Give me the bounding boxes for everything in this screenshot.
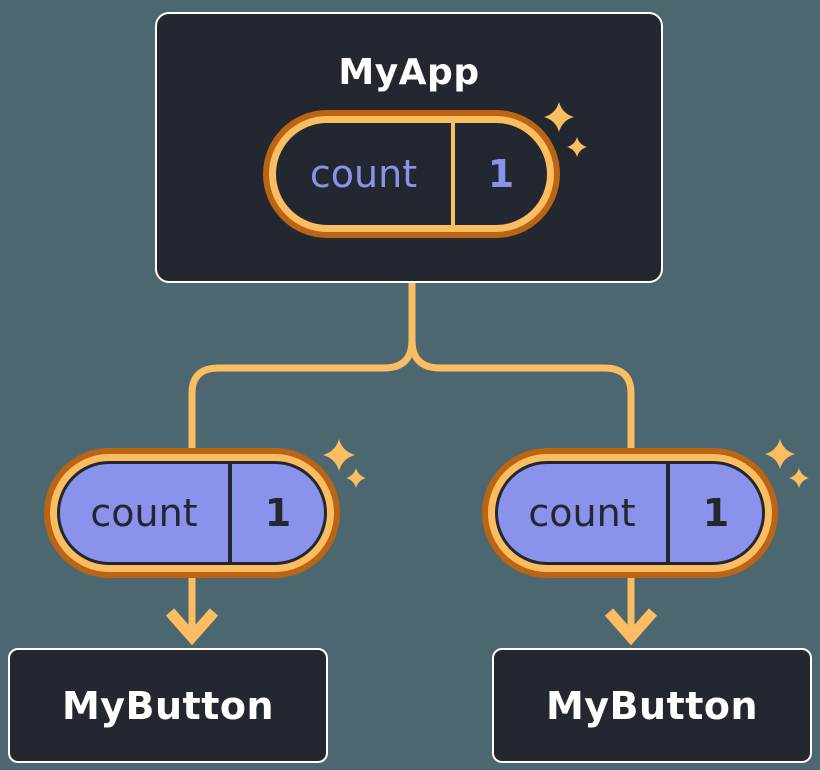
left-prop-pill: count 1	[57, 461, 327, 565]
state-name-label: count	[528, 491, 636, 535]
myapp-title: MyApp	[338, 52, 480, 93]
sparkle-icon	[346, 468, 366, 488]
state-value: 1	[228, 464, 324, 562]
state-value: 1	[666, 464, 762, 562]
myapp-node: MyApp count 1	[155, 12, 663, 283]
mybutton-title: MyButton	[545, 683, 759, 728]
sparkle-icon	[765, 439, 795, 469]
arrow-left-head-icon	[165, 608, 219, 646]
mybutton-node-right: MyButton	[492, 648, 812, 763]
connector-fork-right	[408, 283, 635, 455]
mybutton-title: MyButton	[61, 683, 275, 728]
arrow-right-head-icon	[604, 608, 658, 646]
mybutton-node-left: MyButton	[8, 648, 328, 763]
sparkle-icon	[789, 468, 809, 488]
state-name-label: count	[309, 152, 418, 196]
myapp-state-pill: count 1	[269, 116, 554, 232]
state-name-label: count	[90, 491, 198, 535]
sparkle-icon	[323, 439, 355, 471]
right-prop-pill: count 1	[495, 461, 765, 565]
state-value: 1	[451, 123, 547, 225]
connector-fork-left	[188, 283, 416, 455]
